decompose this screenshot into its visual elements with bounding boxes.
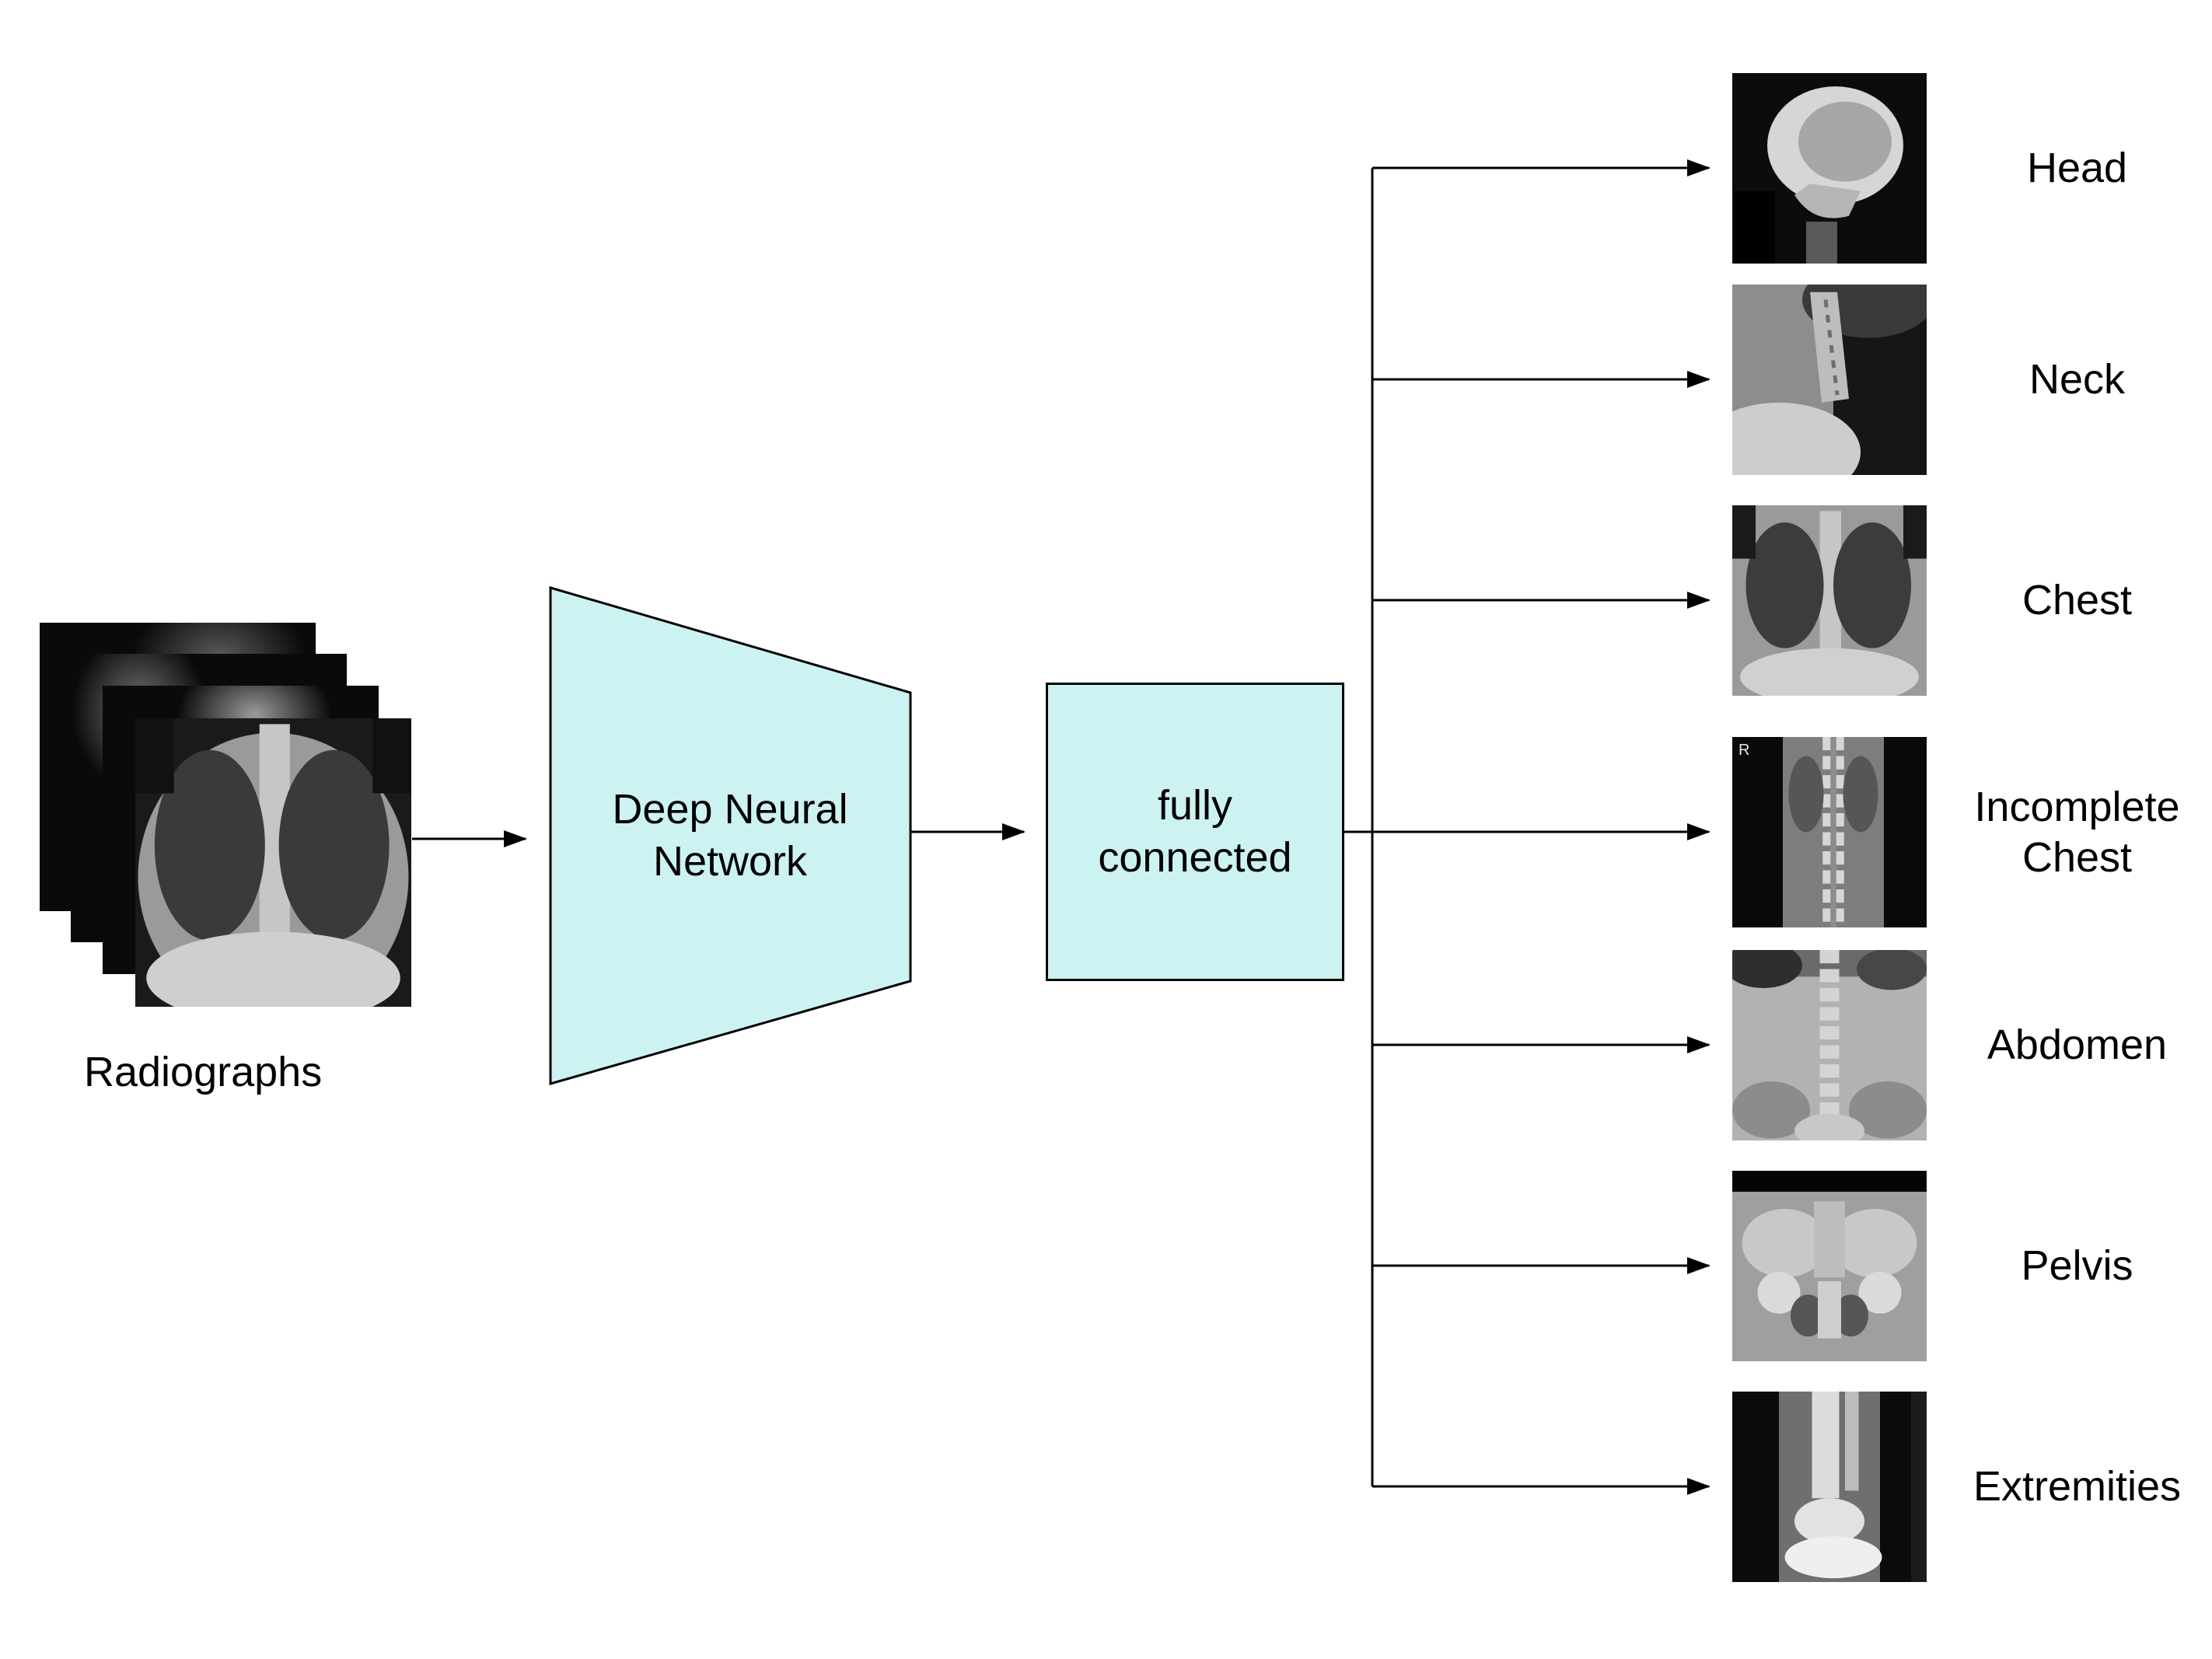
category-label-abdomen: Abdomen	[1987, 1022, 2168, 1069]
abdomen-xray-icon	[1732, 950, 1927, 1140]
category-label-head: Head	[2026, 145, 2128, 192]
ankle-foot-xray-icon	[1732, 1392, 1927, 1582]
pelvis-xray-icon	[1732, 1171, 1927, 1361]
lateral-skull-xray-icon	[1732, 73, 1927, 264]
category-label-pelvis: Pelvis	[2021, 1242, 2133, 1290]
chest-pa-xray-icon	[1732, 505, 1927, 696]
abdomen-xray-image	[1732, 950, 1927, 1140]
extremities-xray-image	[1732, 1392, 1927, 1582]
radiograph-front-image	[135, 718, 411, 1007]
category-label-extremities: Extremities	[1973, 1463, 2182, 1511]
fc-node-label: fully connected	[1098, 781, 1292, 882]
category-label-neck: Neck	[2029, 356, 2126, 403]
radiographs-label: Radiographs	[84, 1049, 323, 1095]
neck-xray-image	[1732, 285, 1927, 475]
dnn-node-label: Deep Neural Network	[612, 785, 848, 885]
category-label-chest: Chest	[2022, 577, 2133, 624]
chest-xray-image	[1732, 505, 1927, 696]
incomplete-chest-xray-icon	[1732, 737, 1927, 927]
pelvis-xray-image	[1732, 1171, 1927, 1361]
lateral-cervical-spine-xray-icon	[1732, 285, 1927, 475]
incomplete-chest-xray-image: R	[1732, 737, 1927, 927]
head-xray-image	[1732, 73, 1927, 264]
category-label-incomplete-chest: Incomplete Chest	[1974, 783, 2180, 881]
side-marker-r: R	[1738, 742, 1750, 759]
fc-node: fully connected	[1046, 683, 1344, 981]
chest-xray-front-icon	[135, 718, 411, 1007]
